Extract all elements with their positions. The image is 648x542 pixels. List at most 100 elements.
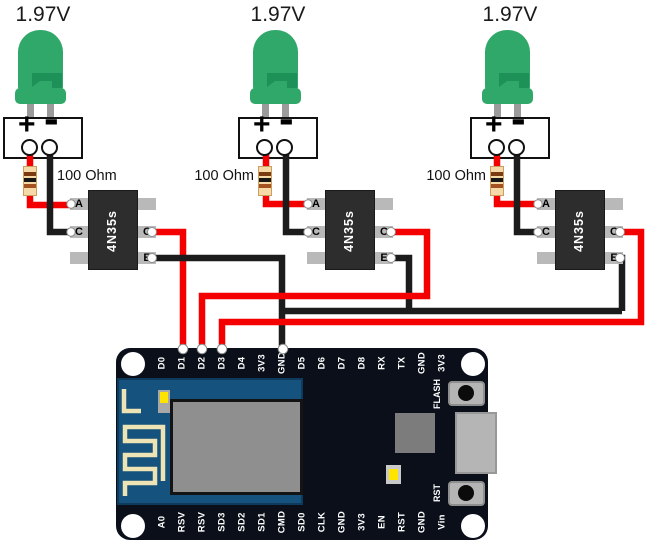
yellow-led-light xyxy=(160,392,168,403)
led-leg xyxy=(47,100,54,119)
opto-pin-emitter: E xyxy=(375,252,393,264)
mounting-hole xyxy=(461,352,485,376)
led-flange xyxy=(250,88,301,104)
pin-label-3v3: 3V3 xyxy=(256,354,268,372)
opto-pin-anode: A xyxy=(537,198,555,210)
usb-connector xyxy=(455,412,497,474)
optocoupler: A C C E 4N35s xyxy=(537,190,623,270)
pin-label-d6: D6 xyxy=(316,356,328,370)
resistor-band xyxy=(24,172,36,176)
rst-button xyxy=(448,481,485,506)
led-leg xyxy=(494,100,501,119)
optocoupler: A C C E 4N35s xyxy=(307,190,393,270)
opto-pin-nc xyxy=(70,252,88,264)
flash-button xyxy=(448,381,485,406)
wire-ground-net xyxy=(152,254,626,350)
antenna-trace xyxy=(121,389,166,496)
module-led xyxy=(158,390,170,413)
led-flange xyxy=(15,88,66,104)
resistor-band xyxy=(491,172,503,176)
pin-label-rsv: RSV xyxy=(176,511,188,533)
pin-label-3v3: 3V3 xyxy=(356,513,368,531)
pin-label-sd0: SD0 xyxy=(296,512,308,532)
resistor-band xyxy=(259,184,271,188)
optocoupler-body xyxy=(88,190,138,270)
pin-label-gnd: GND xyxy=(276,351,288,375)
opto-pin-nc xyxy=(375,198,393,210)
led-reflector-notch xyxy=(267,73,297,92)
pin-label-sd3: SD3 xyxy=(216,512,228,532)
minus-label: - xyxy=(511,94,526,143)
opto-pin-collector: C xyxy=(375,226,393,238)
opto-pin-anode: A xyxy=(307,198,325,210)
opto-pin-emitter: E xyxy=(138,252,156,264)
mounting-hole xyxy=(121,514,145,538)
led-reflector-notch xyxy=(499,73,529,92)
opto-pin-anode: A xyxy=(70,198,88,210)
opto-pin-cathode: C xyxy=(537,226,555,238)
pin-label-rsv: RSV xyxy=(196,511,208,533)
pin-label-a0: A0 xyxy=(156,515,168,529)
pin-label-rst: RST xyxy=(396,512,408,532)
led-leg xyxy=(262,100,269,119)
led-leg xyxy=(514,100,521,119)
resistor-band xyxy=(491,178,503,182)
flash-button-cap xyxy=(458,385,474,401)
green-led xyxy=(253,30,298,92)
opto-pin-emitter: E xyxy=(605,252,623,264)
plus-label: + xyxy=(253,108,271,141)
led-reflector-notch xyxy=(32,73,62,92)
mounting-hole xyxy=(461,514,485,538)
optocoupler-label: 4N35s xyxy=(342,210,356,252)
pin-label-gnd: GND xyxy=(416,351,428,375)
resistor-band xyxy=(24,184,36,188)
pin-label-d5: D5 xyxy=(296,356,308,370)
mounting-hole xyxy=(121,352,145,376)
pin-label-3v3: 3V3 xyxy=(436,354,448,372)
plus-label: + xyxy=(485,108,503,141)
terminal-hole xyxy=(488,139,505,156)
pin-label-vin: Vin xyxy=(436,514,448,530)
resistor-band xyxy=(491,184,503,188)
pin-label-gnd: GND xyxy=(336,510,348,534)
pin-label-d8: D8 xyxy=(356,356,368,370)
plus-label: + xyxy=(18,108,36,141)
minus-label: - xyxy=(279,94,294,143)
led-leg xyxy=(282,100,289,119)
pin-label-d4: D4 xyxy=(236,356,248,370)
green-led xyxy=(485,30,530,92)
voltage-label: 1.97V xyxy=(15,3,71,26)
rst-button-label: RST xyxy=(432,484,442,502)
optocoupler-label: 4N35s xyxy=(572,210,586,252)
resistor xyxy=(490,166,504,196)
optocoupler-label: 4N35s xyxy=(105,210,119,252)
wire-opto1-c-to-d1 xyxy=(152,228,187,350)
pin-label-d3: D3 xyxy=(216,356,228,370)
pin-label-sd1: SD1 xyxy=(256,512,268,532)
pin-label-d0: D0 xyxy=(156,356,168,370)
resistor-value-label: 100 Ohm xyxy=(57,168,117,184)
resistor-band xyxy=(259,172,271,176)
esp8266-module xyxy=(117,378,303,505)
pin-label-en: EN xyxy=(376,515,388,529)
pin-label-sd2: SD2 xyxy=(236,512,248,532)
resistor xyxy=(23,166,37,196)
opto-pin-collector: C xyxy=(605,226,623,238)
voltage-label: 1.97V xyxy=(250,3,306,26)
yellow-led-light xyxy=(389,469,398,480)
pin-label-tx: TX xyxy=(396,356,408,370)
pin-label-cmd: CMD xyxy=(276,510,288,534)
resistor-value-label: 100 Ohm xyxy=(194,168,254,184)
opto-pin-nc xyxy=(537,252,555,264)
opto-pin-cathode: C xyxy=(70,226,88,238)
pin-label-clk: CLK xyxy=(316,511,328,533)
resistor-band xyxy=(259,178,271,182)
pin-label-d1: D1 xyxy=(176,356,188,370)
resistor xyxy=(258,166,272,196)
optocoupler: A C C E 4N35s xyxy=(70,190,156,270)
terminal-hole xyxy=(508,139,525,156)
pin-label-rx: RX xyxy=(376,356,388,370)
opto-pin-nc xyxy=(138,198,156,210)
metal-shield xyxy=(170,399,303,495)
